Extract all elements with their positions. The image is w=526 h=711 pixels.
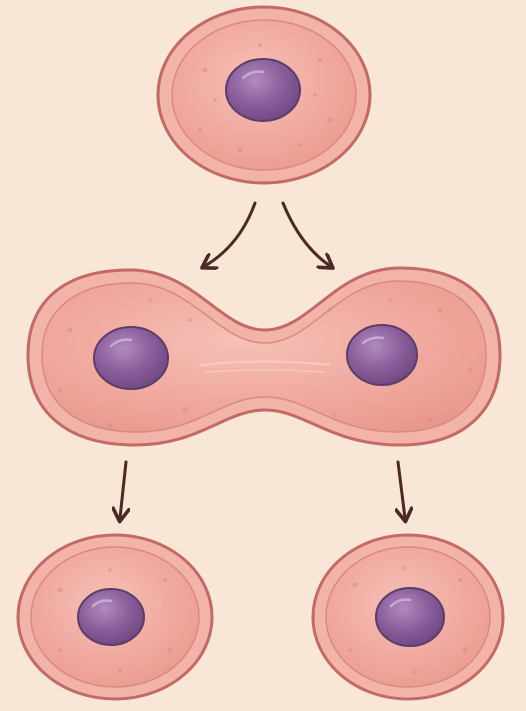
parent-cell [158,7,370,183]
arrow-to-daughter-right [398,462,405,518]
dividing-cell-nucleus-left [94,327,168,389]
arrow-to-daughter-left [120,462,126,518]
dividing-cell [28,268,500,445]
dividing-cell-nucleus-right [347,325,417,385]
arrow-to-dividing-right [283,203,330,266]
daughter-left-nucleus [78,589,144,645]
arrow-to-dividing-left [205,203,255,266]
daughter-cell-left [18,535,212,699]
daughter-cell-right [313,535,503,699]
parent-cell-nucleus [226,59,300,121]
daughter-right-nucleus [376,588,444,646]
